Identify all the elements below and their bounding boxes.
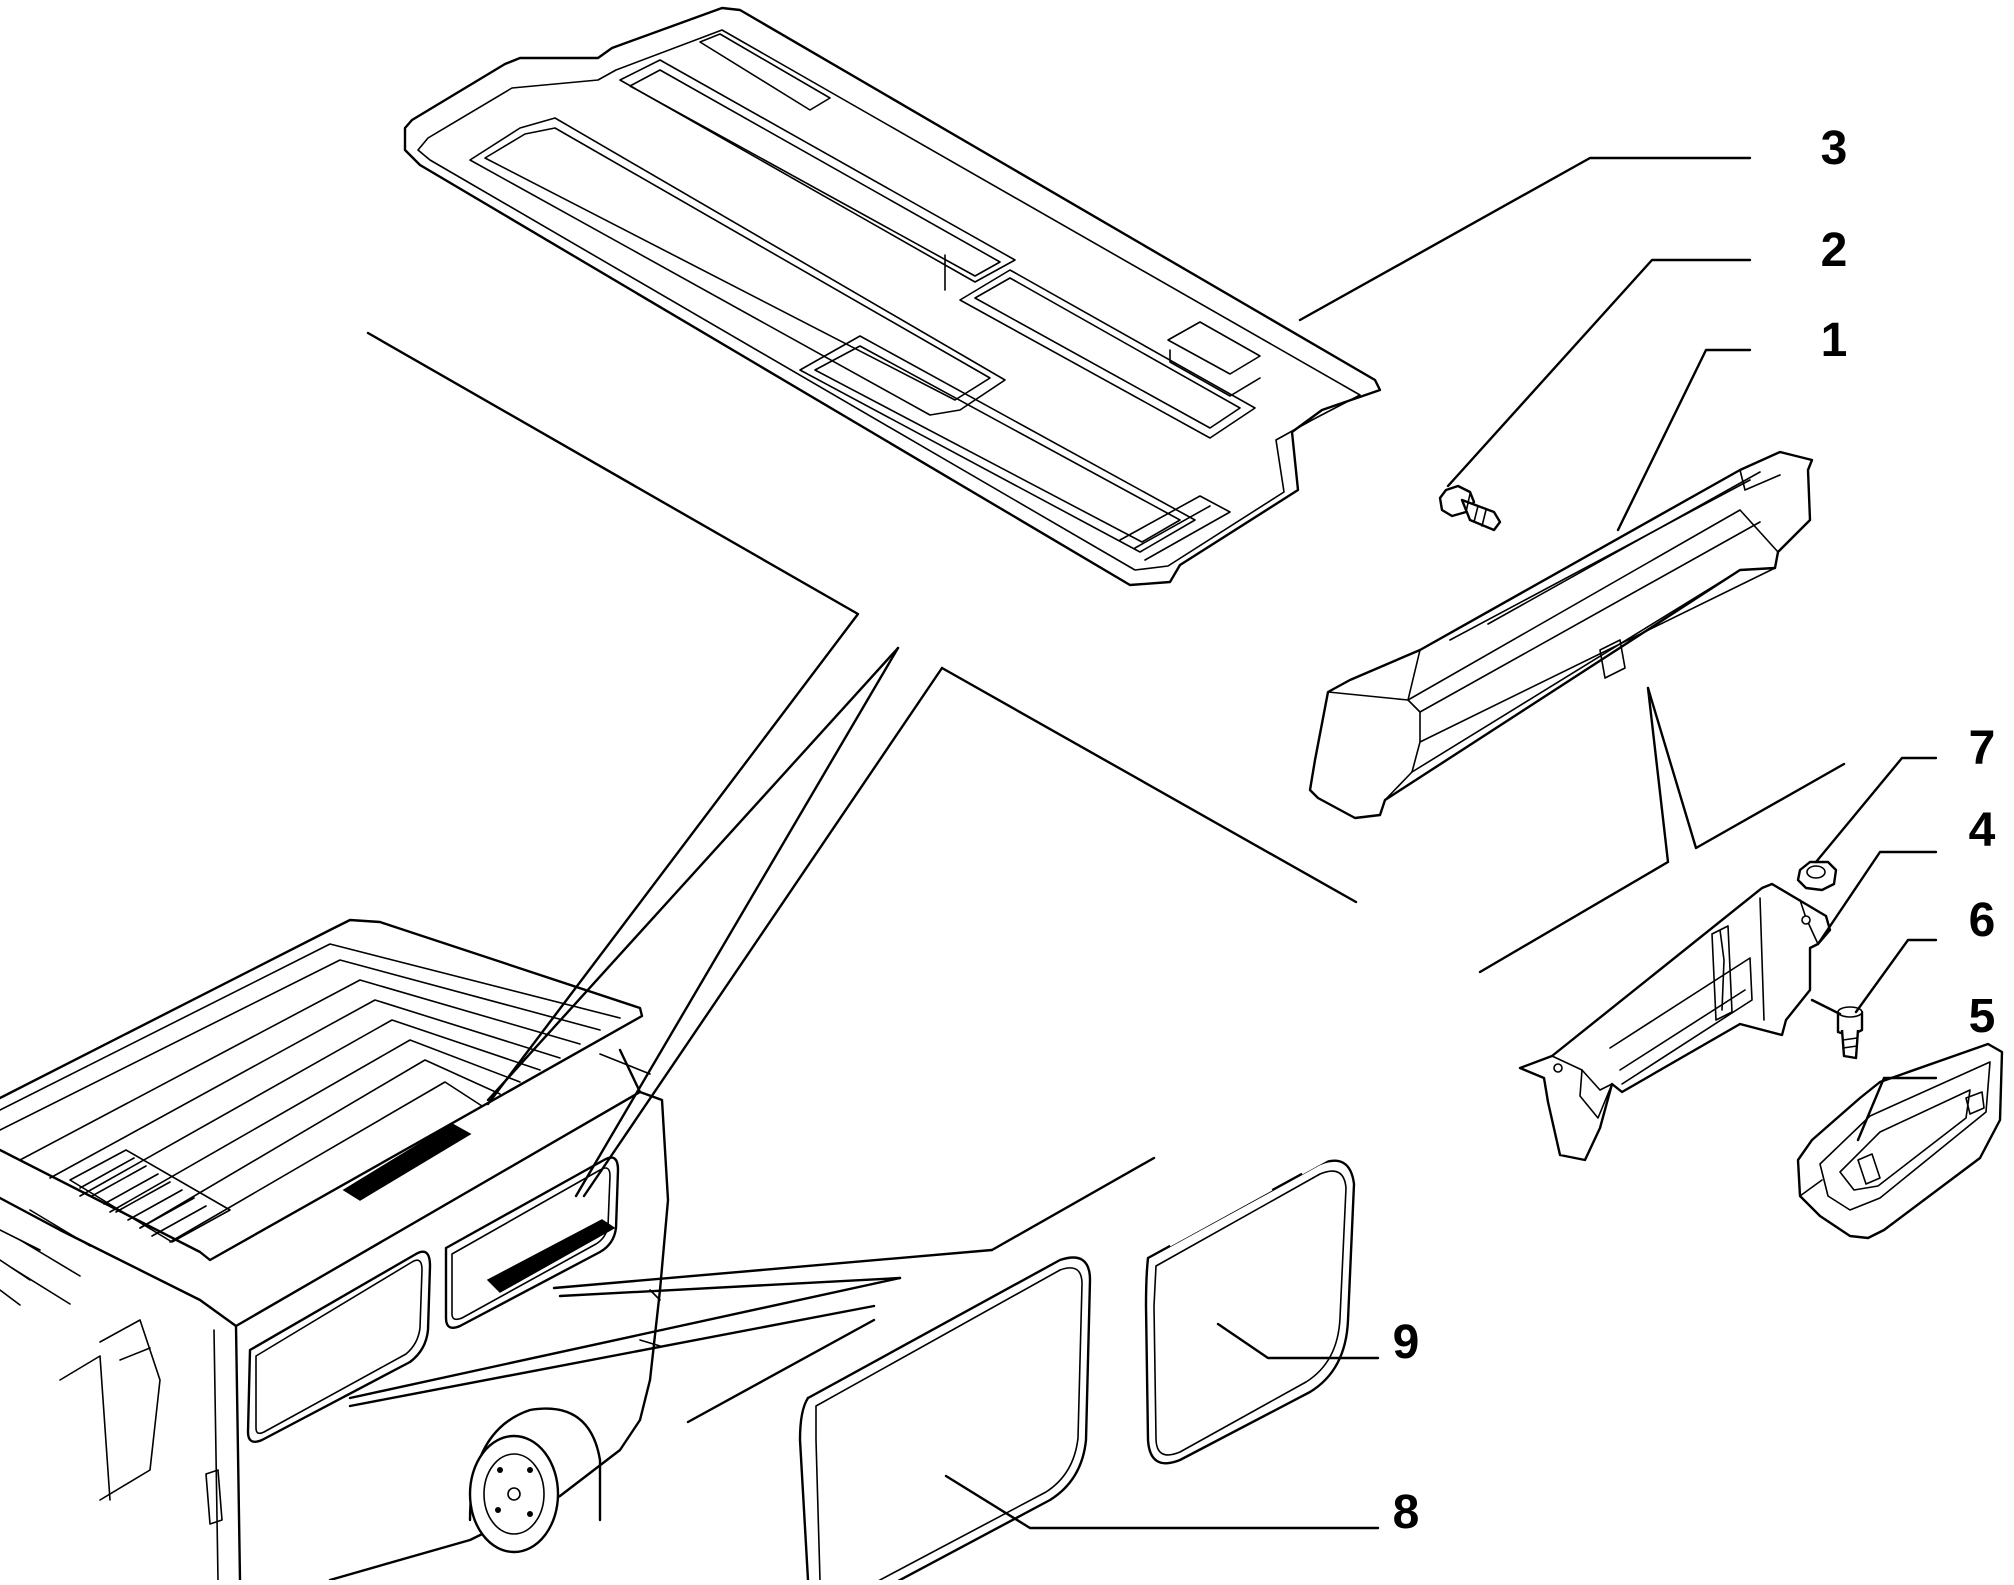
callout-1: 1	[1821, 314, 1848, 367]
part-7-nut	[1796, 860, 1838, 892]
callout-4: 4	[1969, 804, 1996, 857]
van-illustration	[0, 918, 670, 1582]
part-2-bolt	[1438, 484, 1502, 532]
callout-leaders	[944, 156, 1938, 1530]
part-4-bracket	[1518, 882, 1832, 1162]
callout-7: 7	[1969, 722, 1996, 775]
callout-8: 8	[1393, 1486, 1420, 1539]
callout-6: 6	[1969, 894, 1996, 947]
callout-3: 3	[1821, 122, 1848, 175]
part-5-cup-holder	[1796, 1042, 2004, 1240]
part-8-window-glass	[798, 1256, 1092, 1585]
leader-lines	[348, 331, 1846, 1424]
part-6-screw	[1836, 1006, 1864, 1060]
callout-2: 2	[1821, 224, 1848, 277]
part-1-trim-rail	[1308, 450, 1814, 820]
part-9-window-glass	[1144, 1143, 1356, 1465]
part-3-cargo-tray	[403, 6, 1382, 587]
callout-9: 9	[1393, 1316, 1420, 1369]
callout-numbers: 3 2 1 7 4 6 5 9 8	[1393, 122, 1996, 1539]
callout-5: 5	[1969, 990, 1996, 1043]
